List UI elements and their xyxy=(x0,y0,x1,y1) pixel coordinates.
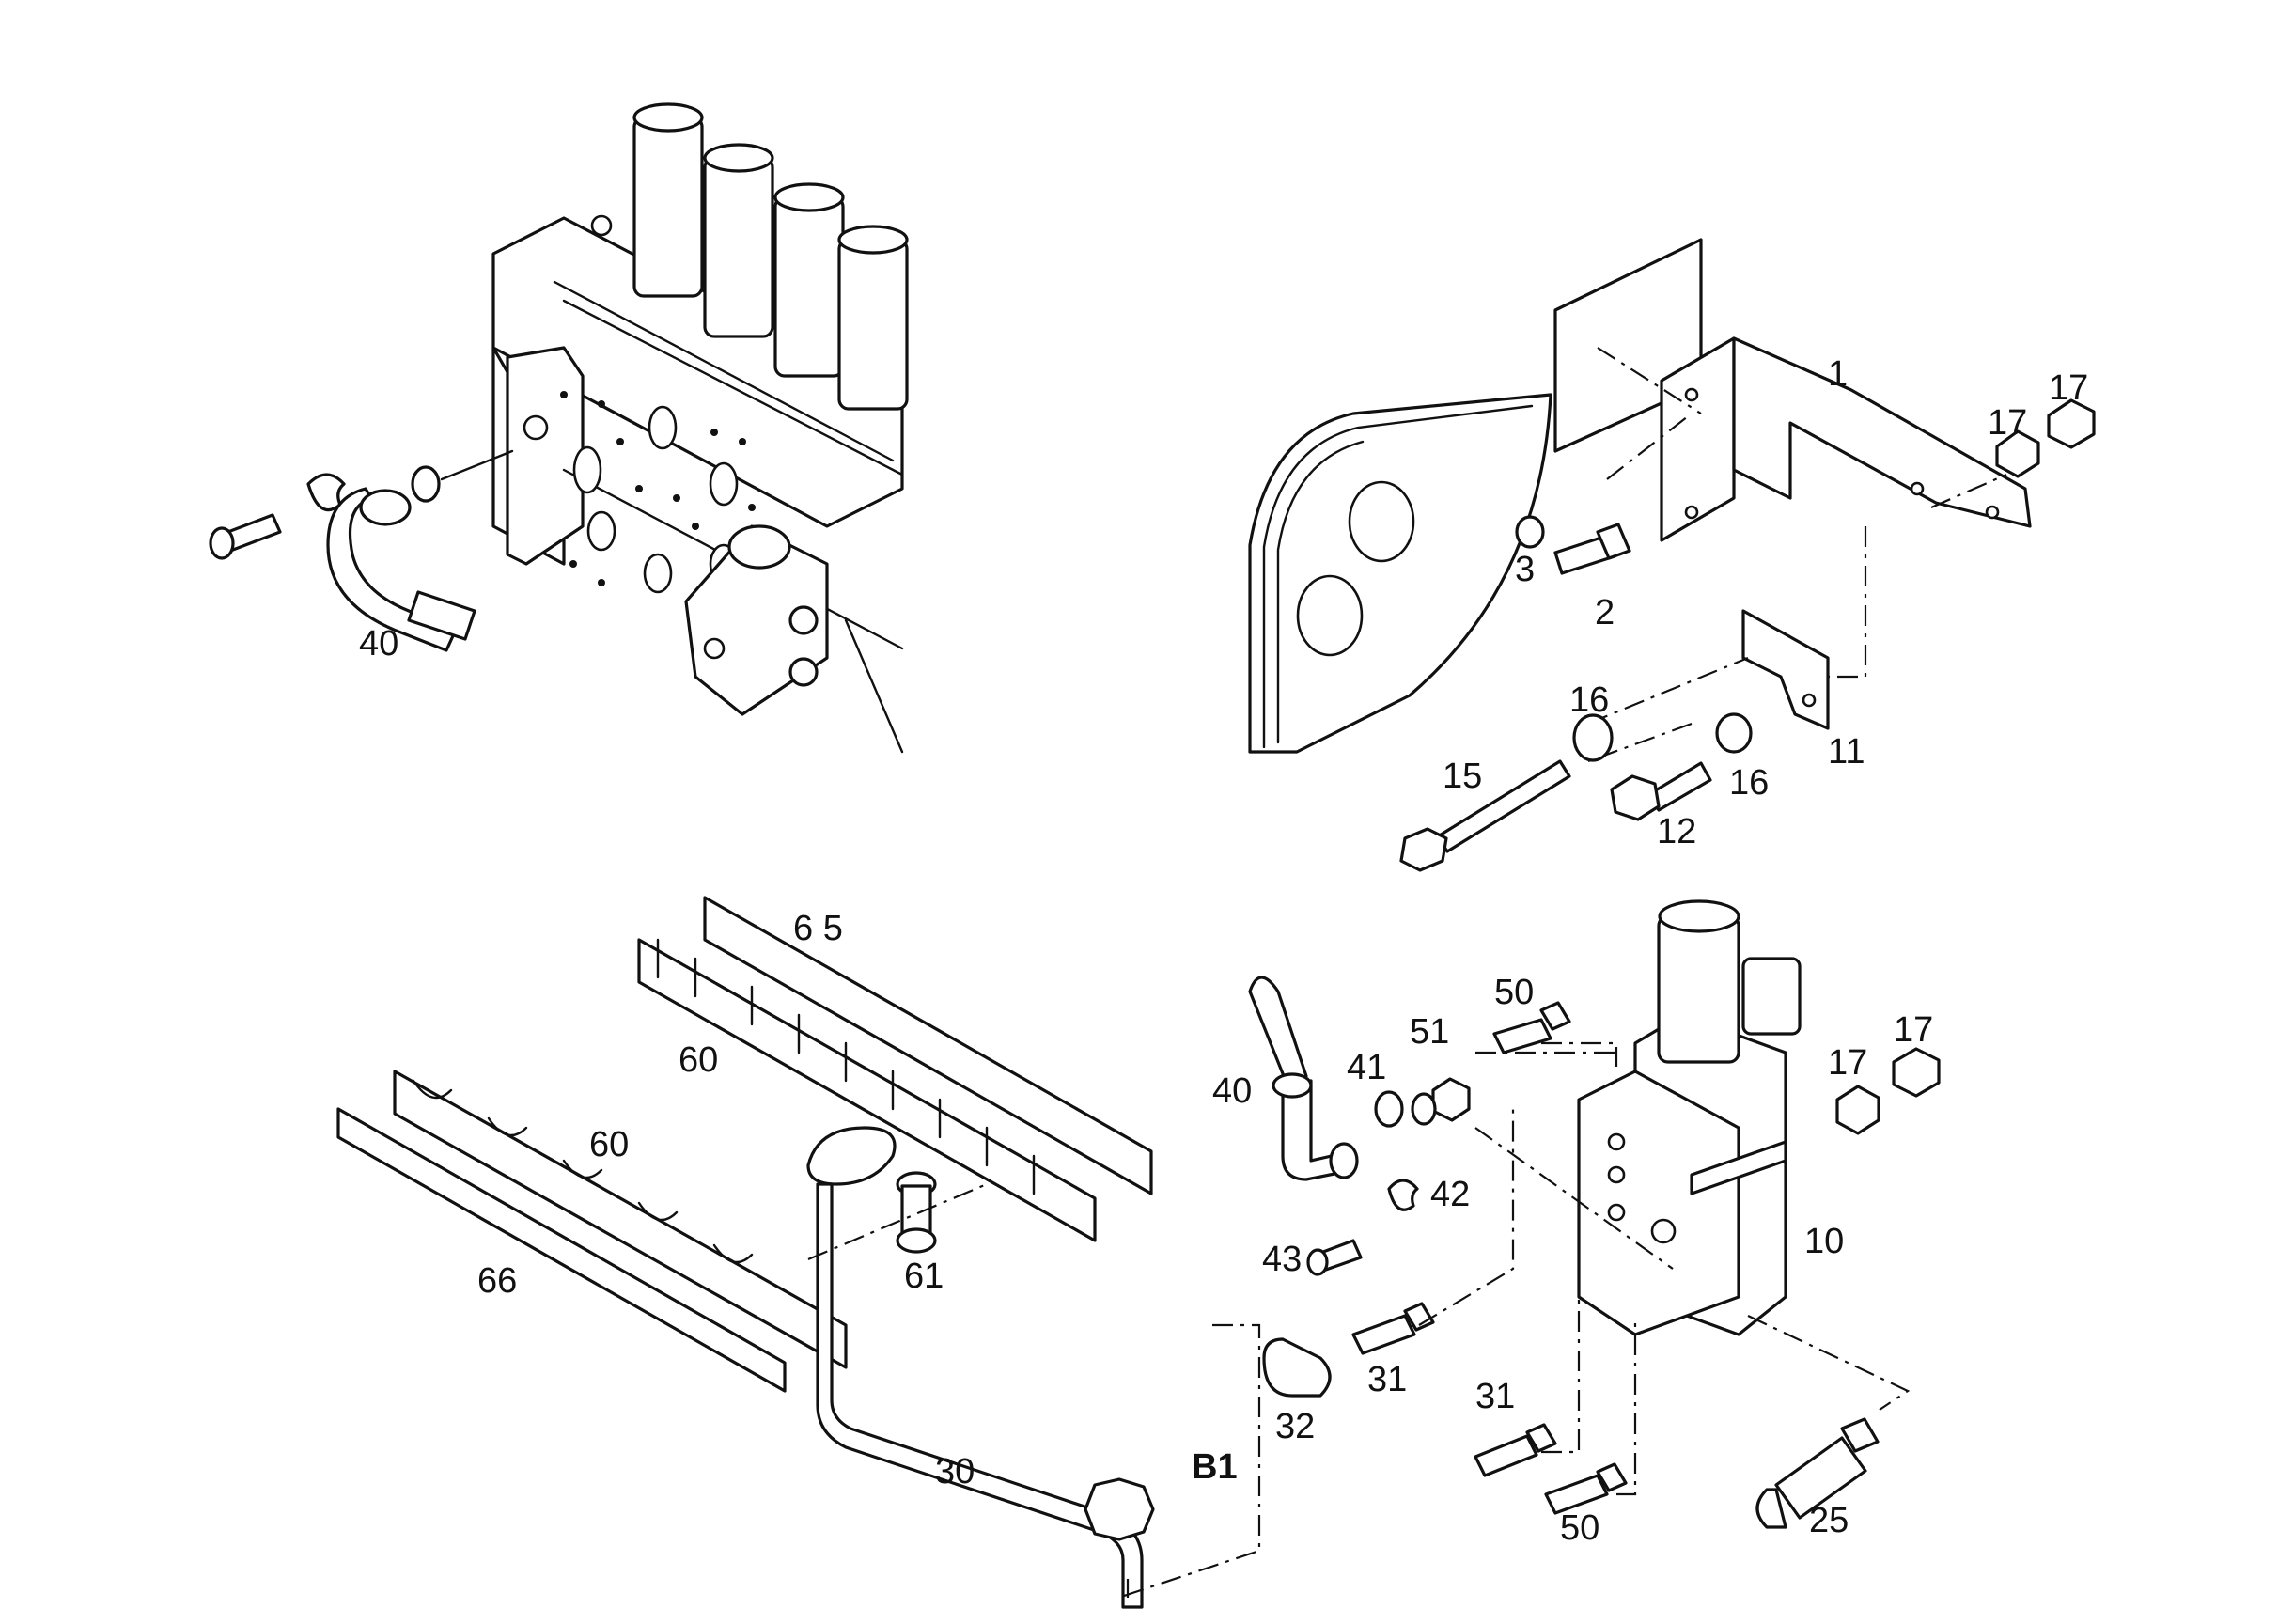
control-valve-assembly xyxy=(491,102,909,754)
callout-51: 51 xyxy=(1410,1012,1449,1052)
callout-17-top-right: 17 xyxy=(2049,368,2088,408)
callout-17-top-left: 17 xyxy=(1988,403,2027,443)
callout-labels: 40 1 17 17 3 2 16 15 11 16 12 6 5 60 60 … xyxy=(359,354,2088,1548)
bolt-2 xyxy=(1553,523,1631,575)
bolt-15 xyxy=(1399,759,1571,872)
nut-17-valve xyxy=(1835,1047,1941,1135)
callout-11: 11 xyxy=(1828,732,1865,772)
bolt-12 xyxy=(1610,761,1712,821)
callout-42: 42 xyxy=(1430,1175,1470,1214)
callout-50-upper: 50 xyxy=(1494,973,1534,1012)
bracket-11 xyxy=(1741,609,1830,730)
callout-65: 6 5 xyxy=(793,909,843,948)
callout-43: 43 xyxy=(1262,1240,1302,1279)
callout-41: 41 xyxy=(1347,1048,1386,1087)
fitting-50-upper xyxy=(1492,1001,1571,1054)
nut-17-bracket xyxy=(1995,398,2096,478)
callout-15: 15 xyxy=(1443,757,1482,796)
elbow-32 xyxy=(1262,1337,1332,1398)
callout-40-lower: 40 xyxy=(1212,1071,1252,1111)
pipe-30 xyxy=(806,1126,1155,1609)
callout-40-top: 40 xyxy=(359,624,398,664)
bracket-1 xyxy=(1660,336,2032,542)
mounting-plate-frame xyxy=(1248,393,1552,754)
pipe-40-top-left xyxy=(326,487,476,652)
callout-B1: B1 xyxy=(1192,1447,1238,1487)
fitting-31-lower xyxy=(1474,1423,1557,1477)
callout-31-upper: 31 xyxy=(1367,1360,1407,1399)
rail-65 xyxy=(703,896,1153,1195)
washer-16-right xyxy=(1715,712,1753,754)
clip-42 xyxy=(1387,1179,1419,1211)
callout-10: 10 xyxy=(1804,1222,1844,1261)
o-ring-top-left xyxy=(411,465,441,503)
callout-25: 25 xyxy=(1809,1501,1849,1540)
bolt-43 xyxy=(1306,1239,1363,1276)
callout-17-valve-right: 17 xyxy=(1894,1010,1933,1050)
fitting-61 xyxy=(896,1171,937,1254)
retaining-clip-top-left xyxy=(306,473,346,511)
callout-16-left: 16 xyxy=(1569,680,1609,720)
callout-3: 3 xyxy=(1515,550,1535,589)
callout-60-lower: 60 xyxy=(589,1125,629,1164)
sensor-25 xyxy=(1755,1417,1880,1529)
callout-17-valve-left: 17 xyxy=(1828,1043,1867,1083)
pipe-40-lower xyxy=(1248,976,1359,1181)
bolt-top-left xyxy=(209,513,282,560)
callout-30: 30 xyxy=(935,1452,975,1491)
callout-2: 2 xyxy=(1595,593,1615,632)
washer-16-left xyxy=(1572,713,1614,762)
washer-3 xyxy=(1515,515,1545,549)
o-ring-41 xyxy=(1374,1090,1404,1128)
callout-60-upper: 60 xyxy=(679,1040,718,1080)
rail-60-upper xyxy=(637,938,1097,1242)
callout-16-right: 16 xyxy=(1729,763,1769,803)
fitting-50-lower xyxy=(1544,1462,1628,1515)
callout-12: 12 xyxy=(1657,812,1696,851)
valve-section-10 xyxy=(1577,899,1802,1336)
callout-61: 61 xyxy=(904,1257,944,1296)
solenoid-cylinders xyxy=(632,102,909,411)
fitting-31-upper xyxy=(1351,1302,1435,1355)
rail-60-lower xyxy=(393,1070,848,1369)
callout-1: 1 xyxy=(1828,354,1848,394)
callout-31-lower: 31 xyxy=(1475,1377,1515,1416)
nut-51 xyxy=(1411,1077,1471,1126)
rail-66 xyxy=(336,1107,787,1393)
callout-66: 66 xyxy=(477,1261,517,1301)
callout-50-lower: 50 xyxy=(1560,1508,1599,1548)
callout-32: 32 xyxy=(1275,1407,1315,1446)
